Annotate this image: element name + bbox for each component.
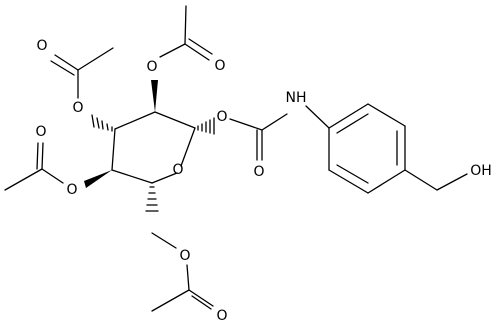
bond-ar-inner-1: [336, 113, 369, 134]
bond-ring-o-c5: [151, 172, 178, 184]
bond-c3-acetyl-co-b: [50, 60, 75, 76]
bond-ar-ch2: [404, 169, 438, 191]
bond-ar-inner-3: [336, 164, 369, 184]
bond-c6-o6: [151, 232, 177, 249]
c6-oxygen-label: O: [179, 248, 190, 264]
bond-o2-c: [159, 43, 186, 58]
amide-nh-label: NH: [286, 90, 307, 106]
bonds: [4, 5, 468, 312]
bond-c1-ring-o: [180, 127, 196, 167]
hydroxyl-label: OH: [470, 163, 492, 179]
bond-c2-acetyl-co-b: [188, 38, 213, 55]
c2-carbonyl-oxygen-label: O: [214, 58, 225, 74]
c2-oxygen-label: O: [146, 59, 157, 75]
bond-o1-carbamate-c: [229, 118, 263, 131]
bond-c2-acetyl-me: [184, 5, 187, 45]
bond-ar5-ar6: [328, 169, 369, 194]
bond-c6-acetyl-co-a: [188, 289, 214, 307]
bond-c4-acetyl-co-a: [41, 142, 44, 170]
bond-c2-acetyl-co-a: [184, 43, 210, 61]
c3-oxygen-label: O: [72, 100, 83, 116]
atom-labels: O O O O O O O O O O O NH OH: [35, 38, 491, 324]
bond-carbamate-c-n: [261, 113, 288, 131]
bond-o6-c: [186, 264, 190, 291]
bond-o4-c: [41, 168, 64, 184]
bond-ch2-oh: [436, 173, 468, 191]
bond-c2-c1: [154, 111, 196, 129]
bond-c6-acetyl-me: [151, 289, 190, 312]
anomeric-oxygen-label: O: [216, 109, 227, 125]
bond-c3-c2: [114, 111, 156, 130]
bond-c3-acetyl-co-a: [54, 54, 79, 71]
bond-c5-c4: [111, 169, 153, 184]
c4-oxygen-label: O: [66, 182, 77, 198]
bond-ar1-ar2: [328, 103, 369, 129]
c6-carbonyl-oxygen-label: O: [216, 308, 227, 324]
ring-oxygen-label: O: [172, 162, 183, 178]
bond-c1-o-hashed: [197, 117, 215, 135]
bond-c4-acetyl-me: [4, 168, 43, 191]
bond-n-aryl: [305, 105, 330, 129]
bond-c6-acetyl-co-b: [191, 295, 212, 310]
bond-c4-c3: [111, 128, 116, 171]
bond-c3-acetyl-me: [77, 47, 114, 71]
bond-c4-acetyl-co-b: [36, 142, 39, 170]
c4-carbonyl-oxygen-label: O: [35, 124, 46, 140]
c3-carbonyl-oxygen-label: O: [36, 38, 47, 54]
bond-c5-c6-hashed: [145, 186, 159, 212]
bond-c3-o-hashed: [91, 114, 113, 132]
bond-ar4-ar5: [367, 169, 406, 194]
bond-ar2-ar3: [367, 103, 406, 127]
carbamate-carbonyl-oxygen-label: O: [253, 164, 264, 180]
bond-c2-o-wedge: [151, 80, 158, 112]
bond-c4-o-wedge: [84, 170, 112, 188]
